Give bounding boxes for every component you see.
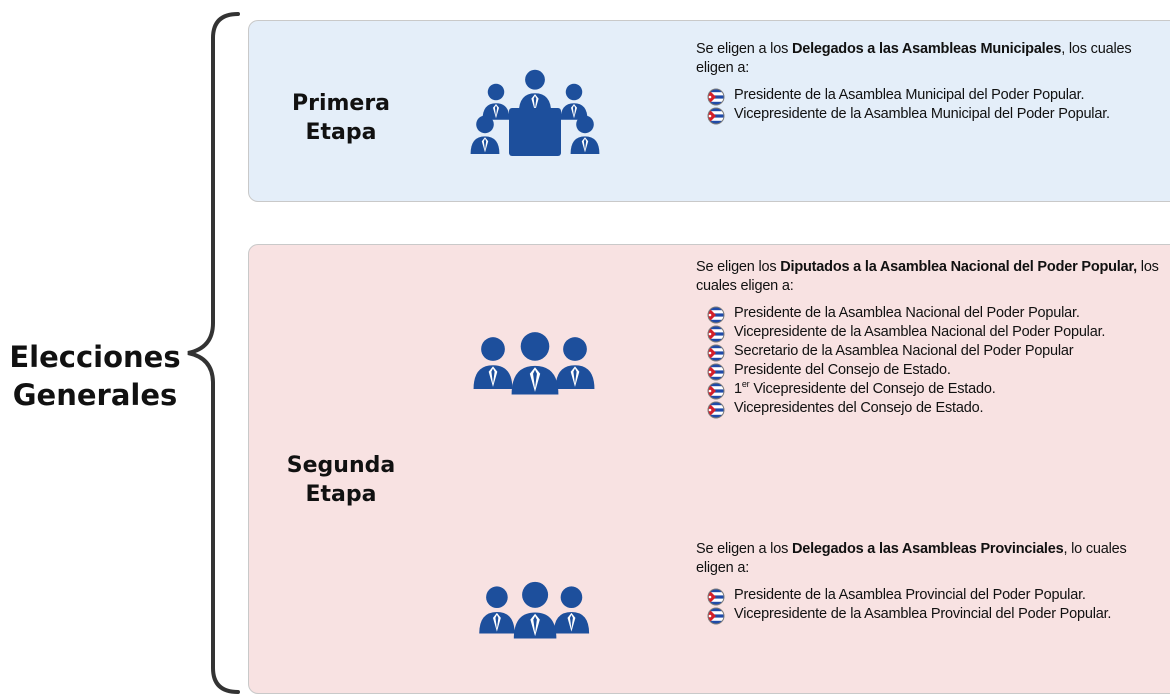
- stage-2-title-line1: Segunda: [286, 453, 396, 478]
- list-item: Presidente de la Asamblea Provincial del…: [696, 586, 1166, 605]
- cuba-flag-icon: [707, 344, 725, 362]
- stage-2-list-a: Presidente de la Asamblea Nacional del P…: [696, 304, 1166, 418]
- list-item: Secretario de la Asamblea Nacional del P…: [696, 342, 1166, 361]
- main-title-line2: Generales: [12, 378, 178, 412]
- people-group-icon: [479, 581, 590, 639]
- stage-2-text-b: Se eligen a los Delegados a las Asamblea…: [696, 540, 1166, 624]
- stage-2-text-a: Se eligen los Diputados a la Asamblea Na…: [696, 258, 1166, 418]
- stage-1-title-line1: Primera: [291, 91, 391, 116]
- cuba-flag-icon: [707, 306, 725, 324]
- stage-2-title: Segunda Etapa: [271, 451, 411, 509]
- cuba-flag-icon: [707, 382, 725, 400]
- list-item: 1er Vicepresidente del Consejo de Estado…: [696, 380, 1166, 399]
- cuba-flag-icon: [707, 588, 725, 606]
- list-item: Presidente del Consejo de Estado.: [696, 361, 1166, 380]
- cuba-flag-icon: [707, 107, 725, 125]
- main-title-line1: Elecciones: [9, 340, 181, 374]
- list-item: Vicepresidentes del Consejo de Estado.: [696, 399, 1166, 418]
- cuba-flag-icon: [707, 325, 725, 343]
- stage-1-text: Se eligen a los Delegados a las Asamblea…: [696, 40, 1166, 124]
- cuba-flag-icon: [707, 401, 725, 419]
- cuba-flag-icon: [707, 88, 725, 106]
- list-item: Presidente de la Asamblea Municipal del …: [696, 86, 1166, 105]
- list-item: Presidente de la Asamblea Nacional del P…: [696, 304, 1166, 323]
- list-item: Vicepresidente de la Asamblea Provincial…: [696, 605, 1166, 624]
- list-item: Vicepresidente de la Asamblea Municipal …: [696, 105, 1166, 124]
- stage-1-intro: Se eligen a los Delegados a las Asamblea…: [696, 41, 1132, 76]
- curly-brace-icon: [187, 12, 240, 694]
- stage-1-title-line2: Etapa: [305, 120, 377, 145]
- stage-1-panel: Primera Etapa Se eligen a los Delegados …: [248, 20, 1170, 202]
- stage-2-title-line2: Etapa: [305, 482, 377, 507]
- stage-2-intro-b: Se eligen a los Delegados a las Asamblea…: [696, 541, 1127, 576]
- cuba-flag-icon: [707, 607, 725, 625]
- stage-2-list-b: Presidente de la Asamblea Provincial del…: [696, 586, 1166, 624]
- main-title: Elecciones Generales: [4, 338, 186, 414]
- meeting-table-icon: [470, 69, 600, 156]
- list-item: Vicepresidente de la Asamblea Nacional d…: [696, 323, 1166, 342]
- cuba-flag-icon: [707, 363, 725, 381]
- stage-2-panel: Segunda Etapa Se eligen los Diputados a …: [248, 244, 1170, 694]
- people-group-icon: [473, 332, 595, 395]
- stage-1-title: Primera Etapa: [271, 89, 411, 147]
- stage-2-intro-a: Se eligen los Diputados a la Asamblea Na…: [696, 259, 1159, 294]
- stage-1-list: Presidente de la Asamblea Municipal del …: [696, 86, 1166, 124]
